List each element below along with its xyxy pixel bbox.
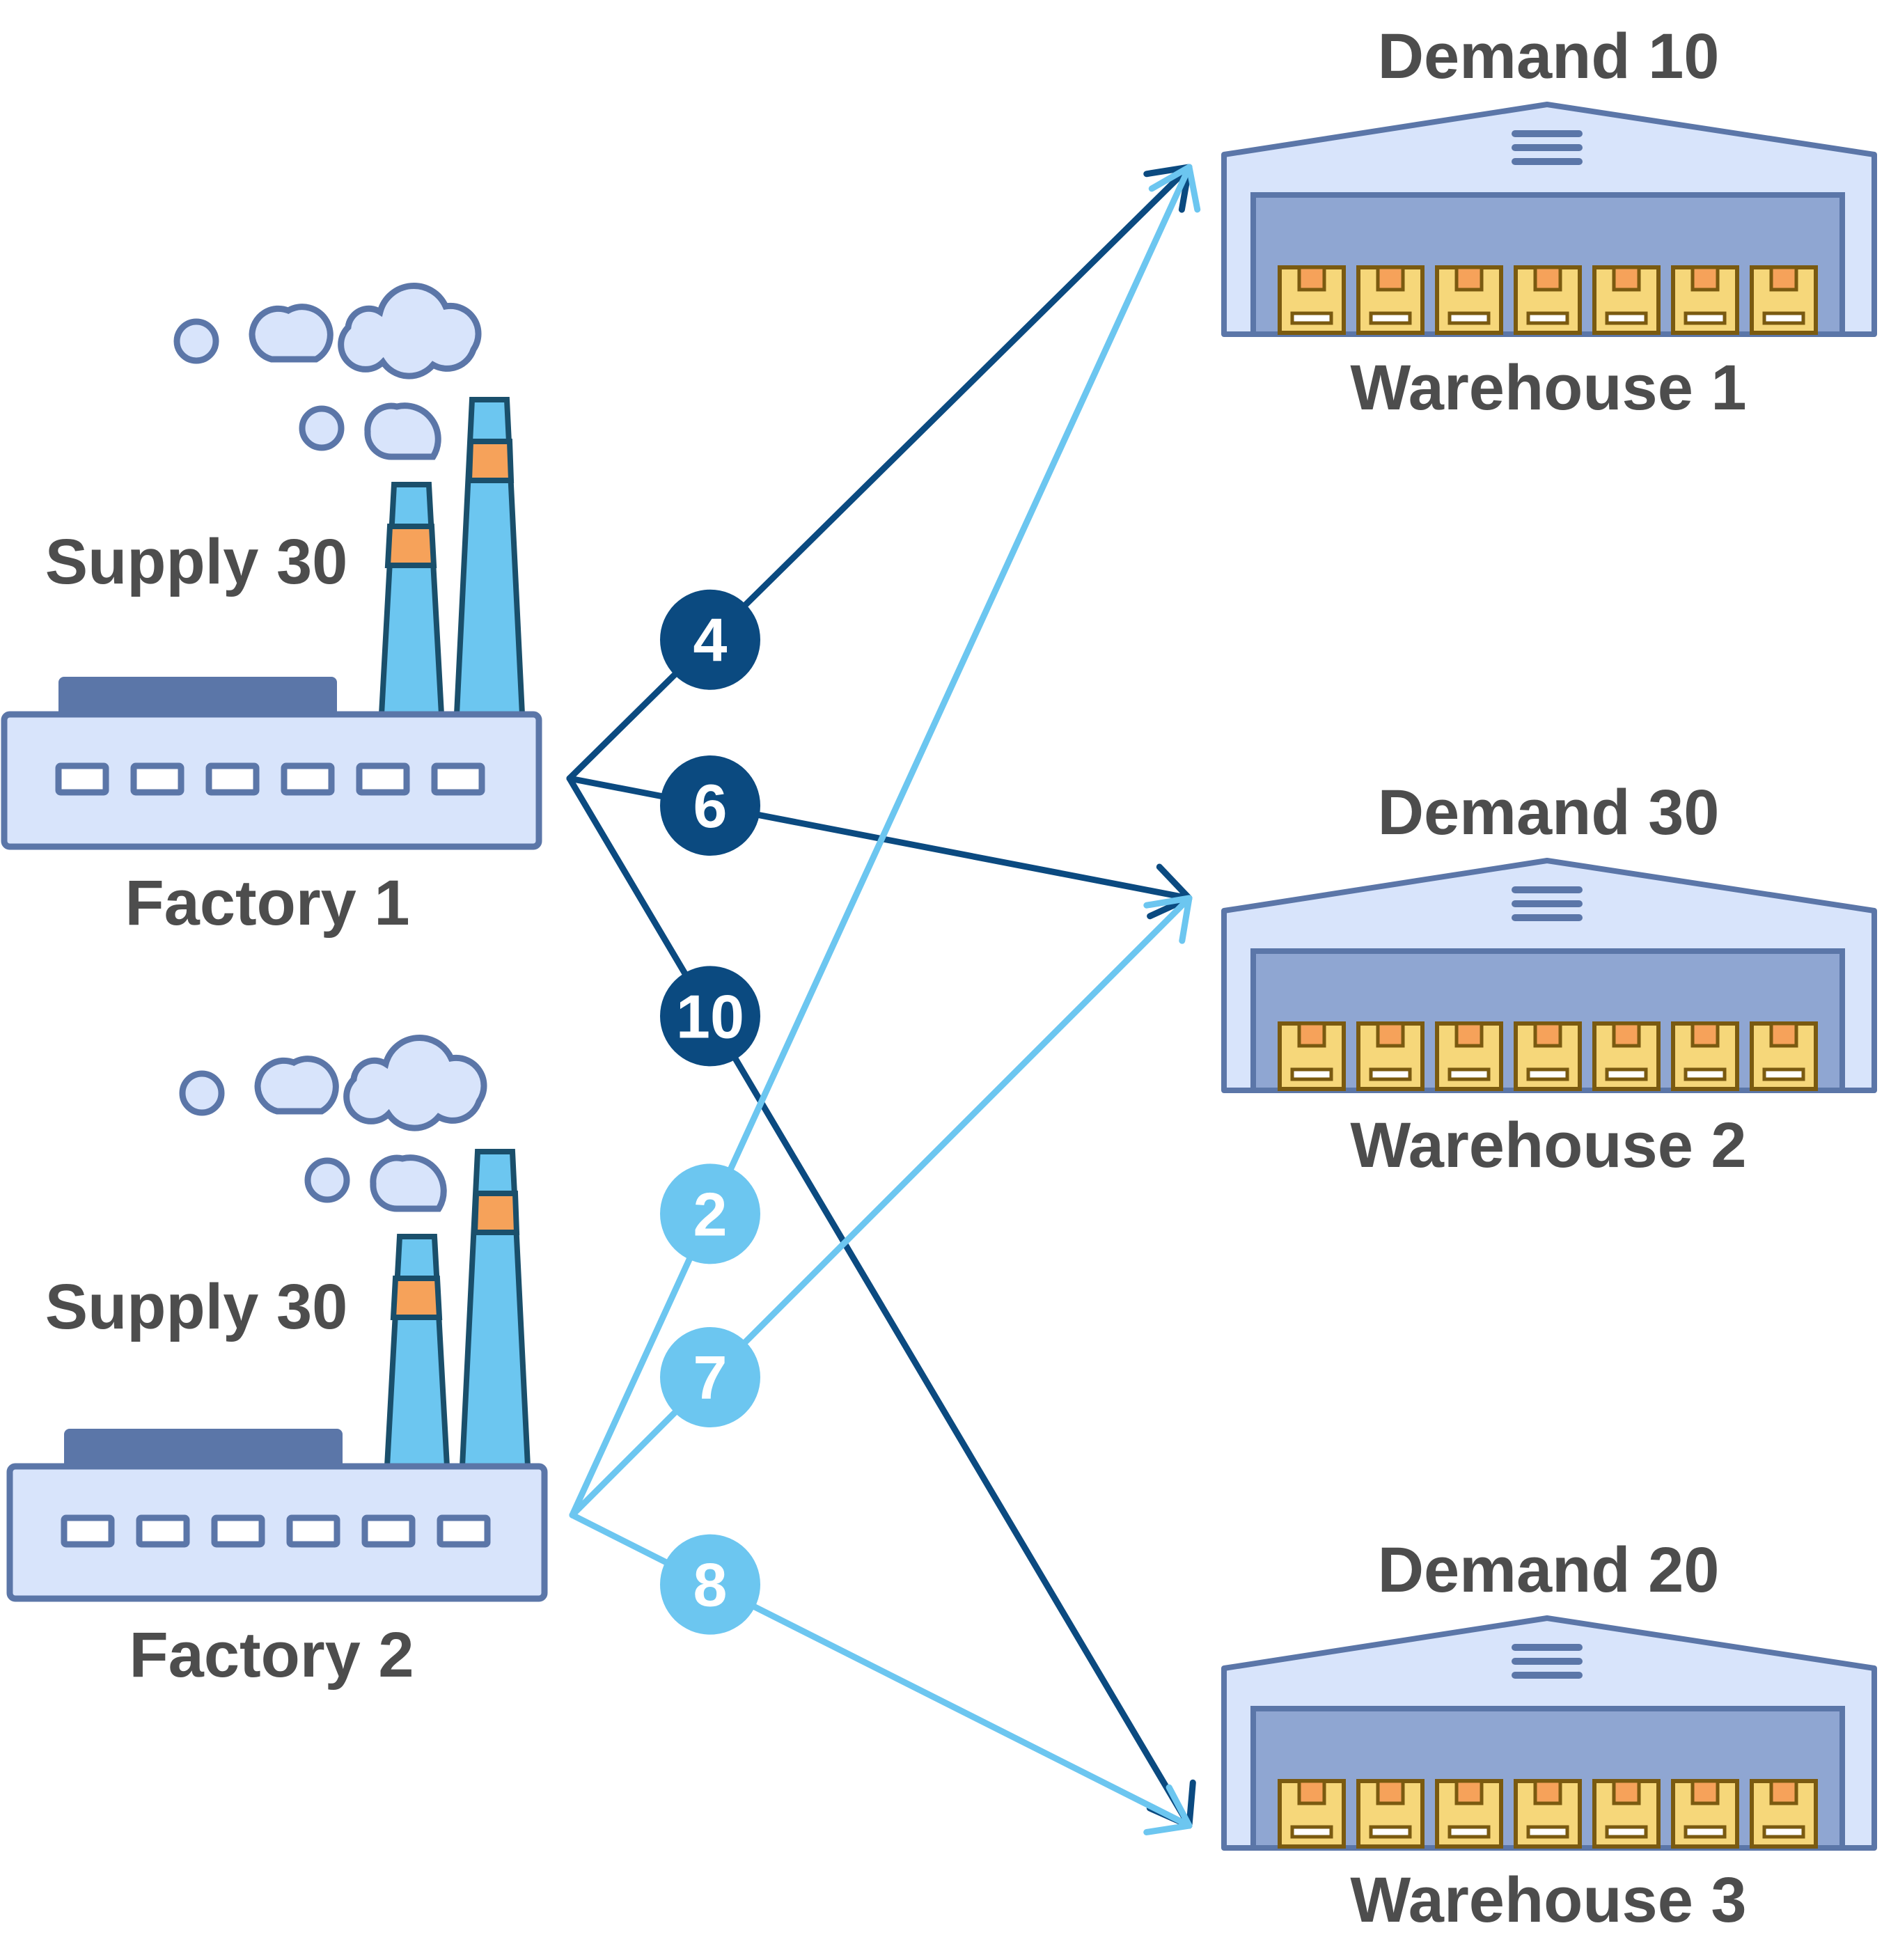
route-factory-1-to-warehouse-1-cost-badge: 4 [660,589,760,690]
route-factory-2-to-warehouse-3-arrowhead [1143,1784,1193,1835]
route-factory-1-to-warehouse-2-cost-badge: 6 [660,755,760,856]
route-factory-2-to-warehouse-1-cost-label: 2 [693,1179,728,1248]
route-factory-2-to-warehouse-2-cost-label: 7 [693,1343,728,1412]
warehouse-1-label: Warehouse 1 [1350,352,1746,423]
route-factory-1-to-warehouse-1-line [566,164,1193,782]
route-factory-1-to-warehouse-1-cost-circle [660,589,760,690]
factory-2-supply: Supply 30 [45,1271,348,1342]
warehouse-1: Demand 10 Warehouse 1 [1224,21,1874,423]
route-factory-2-to-warehouse-1-cost-circle [660,1163,760,1264]
route-factory-2-to-warehouse-3-cost-badge: 8 [660,1534,760,1635]
route-factory-2-to-warehouse-2-arrowhead [1143,895,1193,944]
warehouse-1-demand: Demand 10 [1378,21,1720,92]
warehouse-2-demand: Demand 30 [1378,777,1720,848]
route-factory-1-to-warehouse-3-cost-circle [660,966,760,1067]
factory-1: Supply 30 Factory 1 [4,286,539,939]
route-factory-1-to-warehouse-3-cost-badge: 10 [660,966,760,1067]
route-factory-2-to-warehouse-2-cost-circle [660,1327,760,1427]
route-factory-1-to-warehouse-2-cost-circle [660,755,760,856]
warehouse-3-label: Warehouse 3 [1350,1865,1746,1936]
warehouse-1-icon [1224,104,1874,334]
warehouse-3-icon [1224,1618,1874,1848]
warehouse-2-icon [1224,861,1874,1090]
factory-2-label: Factory 2 [129,1620,414,1691]
route-badges: 4 6 10 2 7 8 [660,589,760,1635]
route-factory-1-to-warehouse-3-cost-label: 10 [676,982,744,1051]
route-factory-2-to-warehouse-1-cost-badge: 2 [660,1163,760,1264]
warehouse-3: Demand 20 Warehouse 3 [1224,1535,1874,1936]
route-factory-2-to-warehouse-1-line [569,164,1193,1519]
warehouse-3-demand: Demand 20 [1378,1535,1720,1606]
route-factory-1-to-warehouse-2-cost-label: 6 [693,771,728,840]
warehouse-2-label: Warehouse 2 [1350,1110,1746,1181]
warehouse-2: Demand 30 Warehouse 2 [1224,777,1874,1181]
factory-2: Supply 30 Factory 2 [10,1038,544,1691]
route-factory-1-to-warehouse-1-cost-label: 4 [693,606,728,675]
factory-1-label: Factory 1 [125,868,409,939]
factory-1-supply: Supply 30 [45,526,348,597]
route-factory-2-to-warehouse-1-arrowhead [1148,164,1201,213]
route-factory-1-to-warehouse-3-line [566,775,1193,1829]
route-factory-2-to-warehouse-3-cost-label: 8 [693,1551,728,1620]
route-factory-2-to-warehouse-3-cost-circle [660,1534,760,1635]
route-factory-2-to-warehouse-2-cost-badge: 7 [660,1327,760,1427]
